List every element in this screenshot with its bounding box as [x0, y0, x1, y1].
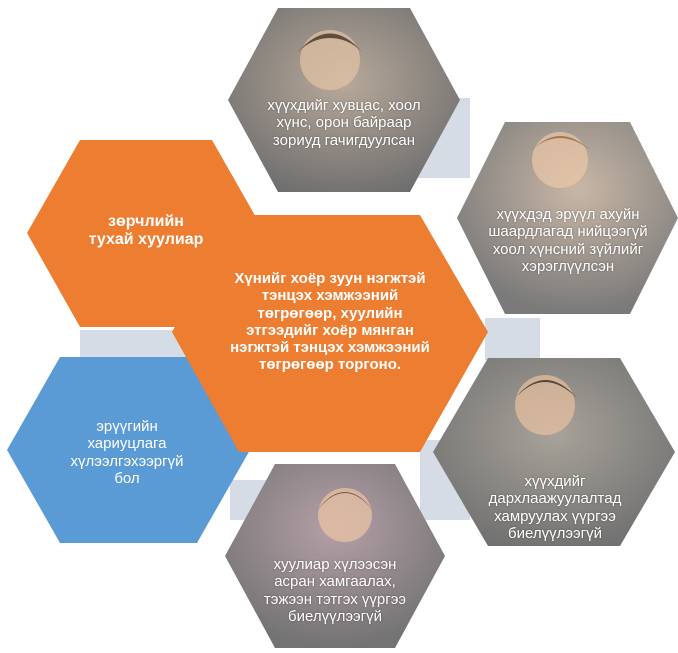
photo-hexagon-2: [457, 122, 678, 314]
photo-text-3: хүүхдийг дархлаажуулалтад хамруулах үүрг…: [488, 473, 622, 542]
child-hair-3: [515, 380, 577, 398]
photo-text-2: хүүхдэд эрүүл ахуйн шаардлагад нийцээгүй…: [488, 206, 648, 275]
child-hair-2: [532, 136, 590, 150]
photo-hexagon-1: [228, 8, 460, 192]
child-hair-4: [316, 492, 374, 512]
photo-text-4: хуулиар хүлээсэн асран хамгаалах, тэжээн…: [263, 556, 407, 625]
hexagon-left-bottom: [7, 357, 250, 543]
left-bottom-text: эрүүгийн хариуцлага хүлээлгэхээргүй бол: [70, 418, 184, 487]
child-face-3: [515, 375, 575, 435]
left-top-text: зөрчлийн тухай хуулиар: [88, 213, 204, 249]
photo-hexagon-4: [225, 464, 445, 648]
photo-hexagon-3: [433, 358, 675, 546]
photo-text-1: хүүхдийг хувцас, хоол хүнс, орон байраар…: [267, 97, 421, 149]
child-face-1: [300, 30, 360, 90]
hexagon-center: [172, 215, 488, 452]
center-text: Хүнийг хоёр зуун нэгжтэй тэнцэх хэмжээни…: [230, 270, 430, 374]
child-face-4: [318, 488, 372, 542]
connector-left: [80, 330, 190, 360]
child-hair-1: [298, 33, 362, 52]
child-face-2: [532, 132, 588, 188]
connector-right: [485, 318, 540, 360]
